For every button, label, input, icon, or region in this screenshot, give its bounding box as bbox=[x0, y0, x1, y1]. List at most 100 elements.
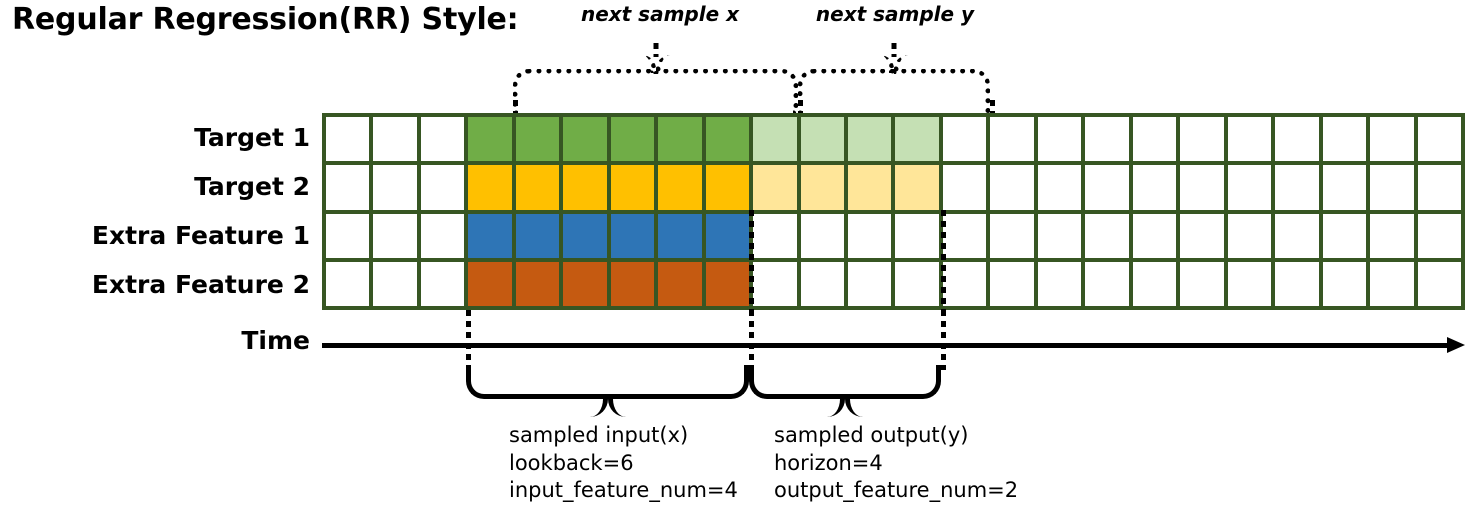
next-sample-x-brace bbox=[513, 43, 798, 113]
grid-cell-target-2-19 bbox=[1227, 165, 1272, 210]
grid-cell-extra-feature-2-12 bbox=[895, 261, 939, 306]
grid-cell-extra-feature-2-3 bbox=[468, 261, 512, 306]
guide-line-output-end bbox=[990, 100, 995, 116]
row-label-text: Extra Feature 1 bbox=[91, 221, 310, 250]
grid-cell-extra-feature-2-19 bbox=[1227, 261, 1272, 306]
brace-peak-right bbox=[845, 395, 865, 417]
grid-cell-extra-feature-2-9 bbox=[753, 261, 797, 306]
grid-cell-target-1-3 bbox=[468, 117, 512, 162]
sampled-input-brace bbox=[466, 365, 749, 417]
caption-line-2: lookback=6 bbox=[509, 450, 634, 475]
grid-cell-extra-feature-2-15 bbox=[1037, 261, 1082, 306]
brace-arm-left bbox=[513, 69, 656, 113]
grid-cell-extra-feature-1-18 bbox=[1180, 213, 1224, 258]
grid-cell-extra-feature-1-13 bbox=[942, 213, 987, 258]
row-label-target-2: Target 2 bbox=[0, 162, 310, 211]
grid-cell-target-2-23 bbox=[1417, 165, 1461, 210]
caption-line-2: horizon=4 bbox=[774, 450, 883, 475]
grid-cell-target-2-11 bbox=[848, 165, 892, 210]
grid-cell-extra-feature-1-8 bbox=[705, 213, 750, 258]
grid-cell-extra-feature-2-8 bbox=[705, 261, 750, 306]
grid-cell-target-1-2 bbox=[420, 117, 465, 162]
time-arrow-icon bbox=[1447, 337, 1465, 353]
grid-cell-extra-feature-1-19 bbox=[1227, 213, 1272, 258]
grid-cell-extra-feature-2-11 bbox=[848, 261, 892, 306]
grid-cell-target-1-20 bbox=[1275, 117, 1319, 162]
grid-cell-target-2-7 bbox=[658, 165, 702, 210]
grid-cell-target-2-8 bbox=[705, 165, 750, 210]
grid-cell-target-2-14 bbox=[990, 165, 1034, 210]
grid-cell-extra-feature-1-3 bbox=[468, 213, 512, 258]
grid-cell-target-1-13 bbox=[942, 117, 987, 162]
grid-cell-extra-feature-2-17 bbox=[1132, 261, 1177, 306]
row-label-text: Target 2 bbox=[194, 172, 310, 201]
brace-arm-left bbox=[749, 365, 845, 399]
caption-line-1: sampled output(y) bbox=[774, 423, 969, 447]
grid-cell-target-2-22 bbox=[1370, 165, 1414, 210]
grid-cell-target-2-5 bbox=[563, 165, 607, 210]
time-axis bbox=[322, 337, 1465, 353]
brace-arm-left bbox=[798, 69, 894, 113]
grid-cell-extra-feature-2-6 bbox=[610, 261, 655, 306]
brace-peak-right bbox=[894, 55, 911, 73]
grid-cell-target-2-3 bbox=[468, 165, 512, 210]
row-label-text: Target 1 bbox=[194, 123, 310, 152]
guide-line-input-end bbox=[798, 100, 803, 116]
grid-cell-target-1-15 bbox=[1037, 117, 1082, 162]
grid-cell-extra-feature-1-16 bbox=[1085, 213, 1129, 258]
brace-stem bbox=[653, 43, 658, 57]
grid-cell-extra-feature-1-10 bbox=[800, 213, 845, 258]
guide-line-input-end-lower bbox=[749, 310, 754, 370]
row-label-target-1: Target 1 bbox=[0, 113, 310, 162]
brace-peak-left bbox=[588, 395, 608, 417]
grid-cell-extra-feature-2-14 bbox=[990, 261, 1034, 306]
guide-line-output-end-lower bbox=[941, 310, 946, 370]
grid-cell-target-1-14 bbox=[990, 117, 1034, 162]
grid-cell-target-2-12 bbox=[895, 165, 939, 210]
caption-line-1: sampled input(x) bbox=[509, 423, 689, 447]
row-label-text: Extra Feature 2 bbox=[91, 270, 310, 299]
grid-cell-extra-feature-1-9 bbox=[753, 213, 797, 258]
grid-cell-extra-feature-1-14 bbox=[990, 213, 1034, 258]
grid-cell-target-2-2 bbox=[420, 165, 465, 210]
grid-cell-extra-feature-2-5 bbox=[563, 261, 607, 306]
grid-cell-target-1-19 bbox=[1227, 117, 1272, 162]
grid-cell-target-1-21 bbox=[1322, 117, 1367, 162]
grid-cell-target-1-8 bbox=[705, 117, 750, 162]
grid-cell-target-1-12 bbox=[895, 117, 939, 162]
grid-cell-extra-feature-1-17 bbox=[1132, 213, 1177, 258]
brace-peak-left bbox=[825, 395, 845, 417]
grid-cell-extra-feature-2-1 bbox=[373, 261, 417, 306]
grid-cell-target-1-18 bbox=[1180, 117, 1224, 162]
caption-line-3: input_feature_num=4 bbox=[509, 478, 738, 503]
grid-cell-target-1-7 bbox=[658, 117, 702, 162]
grid-cell-target-1-11 bbox=[848, 117, 892, 162]
grid-cell-extra-feature-1-2 bbox=[420, 213, 465, 258]
grid-cell-extra-feature-1-21 bbox=[1322, 213, 1367, 258]
grid-cell-extra-feature-2-16 bbox=[1085, 261, 1129, 306]
grid-cell-extra-feature-2-4 bbox=[515, 261, 560, 306]
next-sample-y-brace bbox=[798, 43, 990, 113]
next-sample-x-label: next sample x bbox=[580, 2, 740, 26]
grid-cell-target-1-17 bbox=[1132, 117, 1177, 162]
grid-cell-target-1-23 bbox=[1417, 117, 1461, 162]
grid-cell-target-1-16 bbox=[1085, 117, 1129, 162]
grid-cell-target-1-5 bbox=[563, 117, 607, 162]
grid-cell-target-2-17 bbox=[1132, 165, 1177, 210]
grid-cell-target-2-13 bbox=[942, 165, 987, 210]
grid-cell-extra-feature-1-11 bbox=[848, 213, 892, 258]
grid-cell-extra-feature-1-0 bbox=[326, 213, 370, 258]
grid-cell-extra-feature-2-22 bbox=[1370, 261, 1414, 306]
brace-arm-right bbox=[894, 69, 990, 113]
grid-cell-extra-feature-2-10 bbox=[800, 261, 845, 306]
brace-peak bbox=[877, 55, 911, 73]
time-axis-line bbox=[322, 343, 1450, 348]
grid-cell-target-1-10 bbox=[800, 117, 845, 162]
grid-cell-target-2-18 bbox=[1180, 165, 1224, 210]
guide-line-input-start bbox=[513, 100, 518, 116]
grid-cell-extra-feature-2-20 bbox=[1275, 261, 1319, 306]
grid-cell-target-1-22 bbox=[1370, 117, 1414, 162]
output-end-marker-rows bbox=[941, 210, 946, 310]
brace-peak-right bbox=[655, 55, 673, 73]
input-end-marker-rows bbox=[749, 210, 754, 310]
